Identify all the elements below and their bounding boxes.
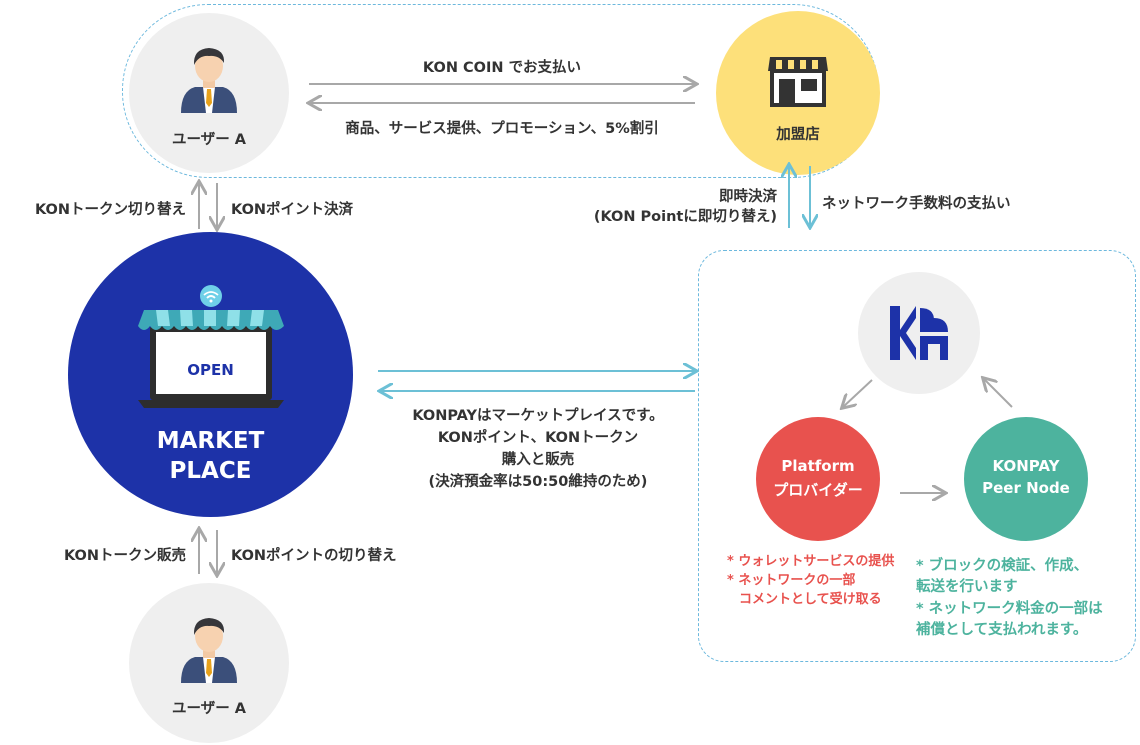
middle-line3: 購入と販売 <box>501 452 575 468</box>
network-dashed-container <box>698 250 1136 662</box>
middle-line1: KONPAYはマーケットプレイスです。 <box>412 408 664 424</box>
token-switch-label: KONトークン切り替え <box>34 202 186 218</box>
red-note-2: * ネットワークの一部 <box>727 573 856 588</box>
green-note-3: * ネットワーク料金の一部は <box>916 601 1103 617</box>
user-a-top-label: ユーザー A <box>172 132 246 148</box>
arrow-peer-to-logo <box>984 379 1013 408</box>
marketplace-title-line1: MARKET <box>156 428 265 454</box>
point-payment-label: KONポイント決済 <box>231 202 354 218</box>
green-note-2: 転送を行います <box>916 579 1018 595</box>
platform-line1: Platform <box>781 457 855 475</box>
shop-laptop-icon <box>138 285 284 408</box>
kon-logo-icon <box>890 306 948 360</box>
green-note-1: * ブロックの検証、作成、 <box>916 558 1089 574</box>
marketplace-circle: OPEN MARKET PLACE <box>68 232 353 517</box>
platform-provider-circle: Platform プロバイダー <box>756 417 880 541</box>
return-label: 商品、サービス提供、プロモーション、5%割引 <box>345 121 659 137</box>
open-sign: OPEN <box>187 361 234 379</box>
marketplace-title-line2: PLACE <box>169 458 252 484</box>
middle-line4: (決済預金率は50:50維持のため) <box>428 474 648 490</box>
store-label: 加盟店 <box>776 127 820 143</box>
arrow-logo-to-platform <box>843 379 873 407</box>
red-note-1: * ウォレットサービスの提供 <box>727 554 895 569</box>
store-circle: 加盟店 <box>716 11 880 175</box>
user-a-bottom-label: ユーザー A <box>172 701 246 717</box>
user-avatar-icon <box>181 618 237 683</box>
network-fee-label: ネットワーク手数料の支払い <box>822 196 1011 212</box>
user-a-bottom-circle: ユーザー A <box>129 583 289 743</box>
middle-line2: KONポイント、KONトークン <box>437 430 639 446</box>
kon-logo-circle <box>858 272 980 394</box>
point-switch-label: KONポイントの切り替え <box>231 548 397 564</box>
pay-label: KON COIN でお支払い <box>422 60 582 76</box>
peer-line2: Peer Node <box>982 479 1070 497</box>
platform-line2: プロバイダー <box>773 481 863 499</box>
instant-payment-line2: (KON Pointに即切り替え) <box>593 209 777 225</box>
green-note-4: 補償として支払われます。 <box>916 622 1088 638</box>
token-sale-label: KONトークン販売 <box>63 548 186 564</box>
store-icon <box>768 57 828 107</box>
peer-node-circle: KONPAY Peer Node <box>964 417 1088 541</box>
user-a-top-circle: ユーザー A <box>129 13 289 173</box>
instant-payment-line1: 即時決済 <box>719 189 777 205</box>
peer-line1: KONPAY <box>992 457 1060 475</box>
user-avatar-icon <box>181 48 237 113</box>
red-note-3: コメントとして受け取る <box>739 592 882 607</box>
